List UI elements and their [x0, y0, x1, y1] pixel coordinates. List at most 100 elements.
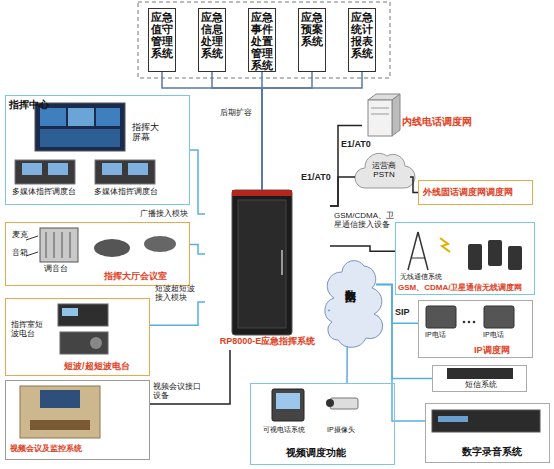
connector-line	[190, 244, 205, 254]
node-label: 应急事件处置管理系统	[251, 11, 275, 71]
central-system: RP8000-E应急指挥系统	[205, 190, 330, 350]
connector-line	[330, 177, 355, 206]
recorder-device	[432, 410, 540, 432]
node-label: 内线电话调度网	[402, 116, 472, 127]
radio-knob	[90, 337, 102, 349]
node-label: 应急统计报表系统	[351, 11, 375, 59]
cloud-node: 运营商 PSTN	[355, 150, 410, 195]
node-label: 指挥大屏幕	[132, 122, 164, 142]
meeting-screen	[40, 390, 80, 408]
node-label: 多媒体指挥调度台	[94, 188, 158, 197]
connector-line	[328, 309, 330, 311]
node-label: 视频调度功能	[286, 447, 346, 458]
console-desk	[95, 160, 155, 184]
data-cloud	[325, 261, 383, 348]
camera-lens	[326, 399, 334, 407]
system-box: 应急预案系统	[298, 8, 326, 72]
system-box: 应急信息处理系统	[198, 8, 226, 72]
tower-leg	[418, 232, 428, 270]
ip-phone	[426, 306, 456, 328]
system-box: 应急值守管理系统	[148, 8, 176, 72]
connector-line	[376, 284, 432, 378]
ellipsis-dot	[473, 321, 476, 324]
node-label: 应急信息处理系统	[201, 11, 225, 59]
edge-label: 广播接入模块	[140, 209, 196, 218]
node-label: 多媒体指挥调度台	[12, 188, 76, 197]
console-screen	[48, 163, 68, 175]
group-frame	[138, 2, 390, 78]
connector-line	[190, 150, 205, 214]
mobile-phone	[508, 246, 522, 270]
node-label: 调音台	[44, 265, 68, 274]
video-phone-screen	[276, 393, 300, 409]
node-label: 指挥大厅会议室	[104, 271, 167, 281]
node-label: 指挥室短波电台	[11, 321, 47, 339]
server-slot	[371, 108, 389, 109]
ellipsis-dot	[468, 321, 471, 324]
recorder-display	[438, 416, 468, 422]
radio-unit	[58, 304, 108, 326]
screen-tile	[40, 129, 120, 147]
edge-label: 视频会议接口设备	[153, 382, 203, 400]
server-front	[368, 100, 392, 136]
video-dispatch-box: 可视电话系统IP摄像头视频调度功能	[250, 383, 395, 465]
console-screen	[102, 163, 122, 175]
big-screen	[35, 103, 125, 151]
system-box: 应急统计报表系统	[348, 8, 376, 72]
ellipsis-dot	[463, 321, 466, 324]
mixer-fader	[46, 232, 47, 258]
mixer-fader	[54, 232, 55, 258]
radio-box: 指挥室短波电台短波/超短波电台	[5, 298, 150, 376]
pstn-cloud	[355, 153, 415, 188]
mobile-phone	[468, 244, 482, 270]
connector-line	[346, 346, 348, 383]
cabinet-door	[238, 200, 286, 328]
meeting-table	[30, 420, 90, 430]
network-box: 外线固话调度网调度网	[418, 180, 533, 205]
connector-line	[150, 350, 230, 404]
signal-bolt	[440, 238, 450, 252]
mixer	[40, 228, 78, 262]
node-label: IP电话	[425, 331, 446, 339]
edge-label: 短波超短波接入模块	[155, 284, 197, 302]
edge-label: E1/AT0	[341, 139, 381, 149]
node-label: 短信系统	[465, 381, 497, 390]
conference-phone	[94, 239, 130, 257]
node-label: GSM、CDMA/卫星通信无线调度网	[398, 284, 522, 293]
mixer-fader	[70, 232, 71, 258]
device-box: 短信系统	[432, 365, 527, 392]
node-label: RP8000-E应急指挥系统	[205, 336, 330, 346]
screen-tile	[96, 108, 120, 126]
server-cabinet	[232, 190, 292, 335]
node-label: 音箱	[12, 249, 28, 258]
node-label: IP调度网	[474, 345, 510, 355]
node-label: 无线通信系统	[400, 273, 442, 281]
node-label: IP电话	[483, 331, 504, 339]
edge-label: 后期扩容	[220, 108, 260, 117]
node-label: 外线固话调度网调度网	[423, 187, 513, 197]
node-label: 可视电话系统	[263, 426, 305, 434]
node-label: 指挥中心	[9, 99, 49, 110]
node-label: 麦克	[12, 231, 28, 240]
connector-line	[330, 126, 362, 206]
ip-camera	[330, 398, 358, 409]
video-conference-box: 视频会议及监控系统	[5, 380, 150, 460]
cabinet-handle	[281, 250, 283, 275]
tower-bar	[411, 258, 425, 259]
edge-label: SIP	[395, 307, 419, 317]
connector-line	[410, 177, 418, 193]
radio-unit	[60, 332, 108, 354]
video-phone	[272, 389, 304, 421]
ip-phone	[484, 306, 514, 328]
server-side	[392, 94, 400, 136]
node-label: 应急预案系统	[301, 11, 325, 47]
cabinet-top	[232, 190, 292, 196]
edge-label: E1/AT0	[301, 172, 337, 182]
console-screen	[128, 163, 148, 175]
edge-label: GSM/CDMA、卫星通信接入设备	[334, 211, 394, 229]
command-center-box: 指挥中心指挥大屏幕多媒体指挥调度台 多媒体指挥调度台	[5, 95, 190, 205]
node-label: 运营商 PSTN	[367, 162, 401, 180]
